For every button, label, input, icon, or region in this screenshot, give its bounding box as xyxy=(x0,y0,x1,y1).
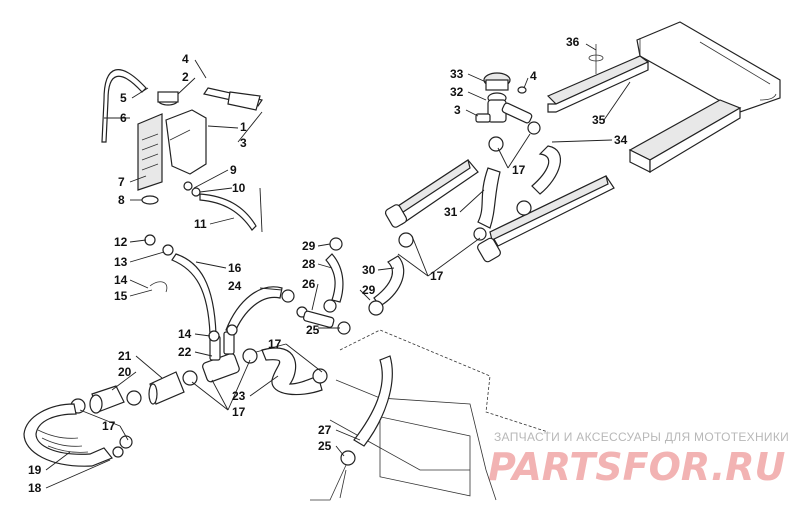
hose-34 xyxy=(531,145,561,195)
callout-5: 5 xyxy=(120,91,127,105)
watermark-tagline: ЗАПЧАСТИ И АКСЕССУАРЫ ДЛЯ МОТОТЕХНИКИ xyxy=(494,430,789,444)
callout-3: 3 xyxy=(240,136,247,150)
callout-29: 29 xyxy=(302,239,316,253)
callout-4: 4 xyxy=(182,52,189,66)
callout-15: 15 xyxy=(114,289,128,303)
callout-23: 23 xyxy=(232,389,246,403)
callout-10: 10 xyxy=(232,181,246,195)
callout-1: 1 xyxy=(240,120,247,134)
watermark-logo: PARTSFOR.RU xyxy=(488,445,786,489)
watermark: ЗАПЧАСТИ И АКСЕССУАРЫ ДЛЯ МОТОТЕХНИКИ PA… xyxy=(488,430,789,489)
callout-8: 8 xyxy=(118,193,125,207)
hose-18 xyxy=(23,403,113,467)
callout-20: 20 xyxy=(118,365,132,379)
callout-3-right: 3 xyxy=(454,103,461,117)
hose-11 xyxy=(199,193,257,231)
callout-24: 24 xyxy=(228,279,242,293)
callout-12: 12 xyxy=(114,235,128,249)
callout-34: 34 xyxy=(614,133,628,147)
callout-17-mid: 17 xyxy=(268,337,282,351)
thermostat-20 xyxy=(70,385,125,414)
callout-labels: 4 2 5 6 1 3 7 8 9 10 11 12 13 14 15 16 2… xyxy=(28,35,628,495)
hose-16 xyxy=(171,253,217,335)
callout-36: 36 xyxy=(566,35,580,49)
callout-11: 11 xyxy=(194,217,207,231)
hose-23 xyxy=(261,347,323,396)
y-fitting xyxy=(202,324,240,383)
callout-29-lower: 29 xyxy=(362,283,376,297)
callout-17-lower: 17 xyxy=(232,405,246,419)
callout-30: 30 xyxy=(362,263,376,277)
callout-25-lower: 25 xyxy=(318,439,332,453)
callout-17-center: 17 xyxy=(430,269,444,283)
heat-exchanger-right xyxy=(477,175,615,263)
coolant-tank xyxy=(137,87,263,205)
heat-exchanger-frame xyxy=(546,21,781,174)
chassis-plate xyxy=(310,329,549,501)
callout-22: 22 xyxy=(178,345,192,359)
overflow-hose xyxy=(101,69,147,143)
callout-28: 28 xyxy=(302,257,316,271)
callout-19: 19 xyxy=(28,463,42,477)
hose-31 xyxy=(477,167,501,229)
callout-27: 27 xyxy=(318,423,332,437)
callout-26: 26 xyxy=(302,277,316,291)
callout-14: 14 xyxy=(114,273,128,287)
hose-27 xyxy=(353,355,393,447)
callout-17-right: 17 xyxy=(512,163,526,177)
callout-7: 7 xyxy=(118,175,125,189)
callout-33: 33 xyxy=(450,67,464,81)
callout-16: 16 xyxy=(228,261,242,275)
leader-lines xyxy=(45,43,631,489)
callout-13: 13 xyxy=(114,255,128,269)
callout-32: 32 xyxy=(450,85,464,99)
callout-18: 18 xyxy=(28,481,42,495)
callout-35: 35 xyxy=(592,113,606,127)
thermostat-assembly xyxy=(475,72,541,152)
callout-9: 9 xyxy=(230,163,237,177)
heat-exchanger-left xyxy=(384,159,479,228)
callout-4-right: 4 xyxy=(530,69,537,83)
hose-28 xyxy=(325,253,344,303)
callout-17-left: 17 xyxy=(102,419,116,433)
callout-14-lower: 14 xyxy=(178,327,192,341)
callout-6: 6 xyxy=(120,111,127,125)
callout-2: 2 xyxy=(182,70,189,84)
callout-25: 25 xyxy=(306,323,320,337)
hose-30 xyxy=(373,255,405,307)
callout-31: 31 xyxy=(444,205,458,219)
callout-21: 21 xyxy=(118,349,132,363)
